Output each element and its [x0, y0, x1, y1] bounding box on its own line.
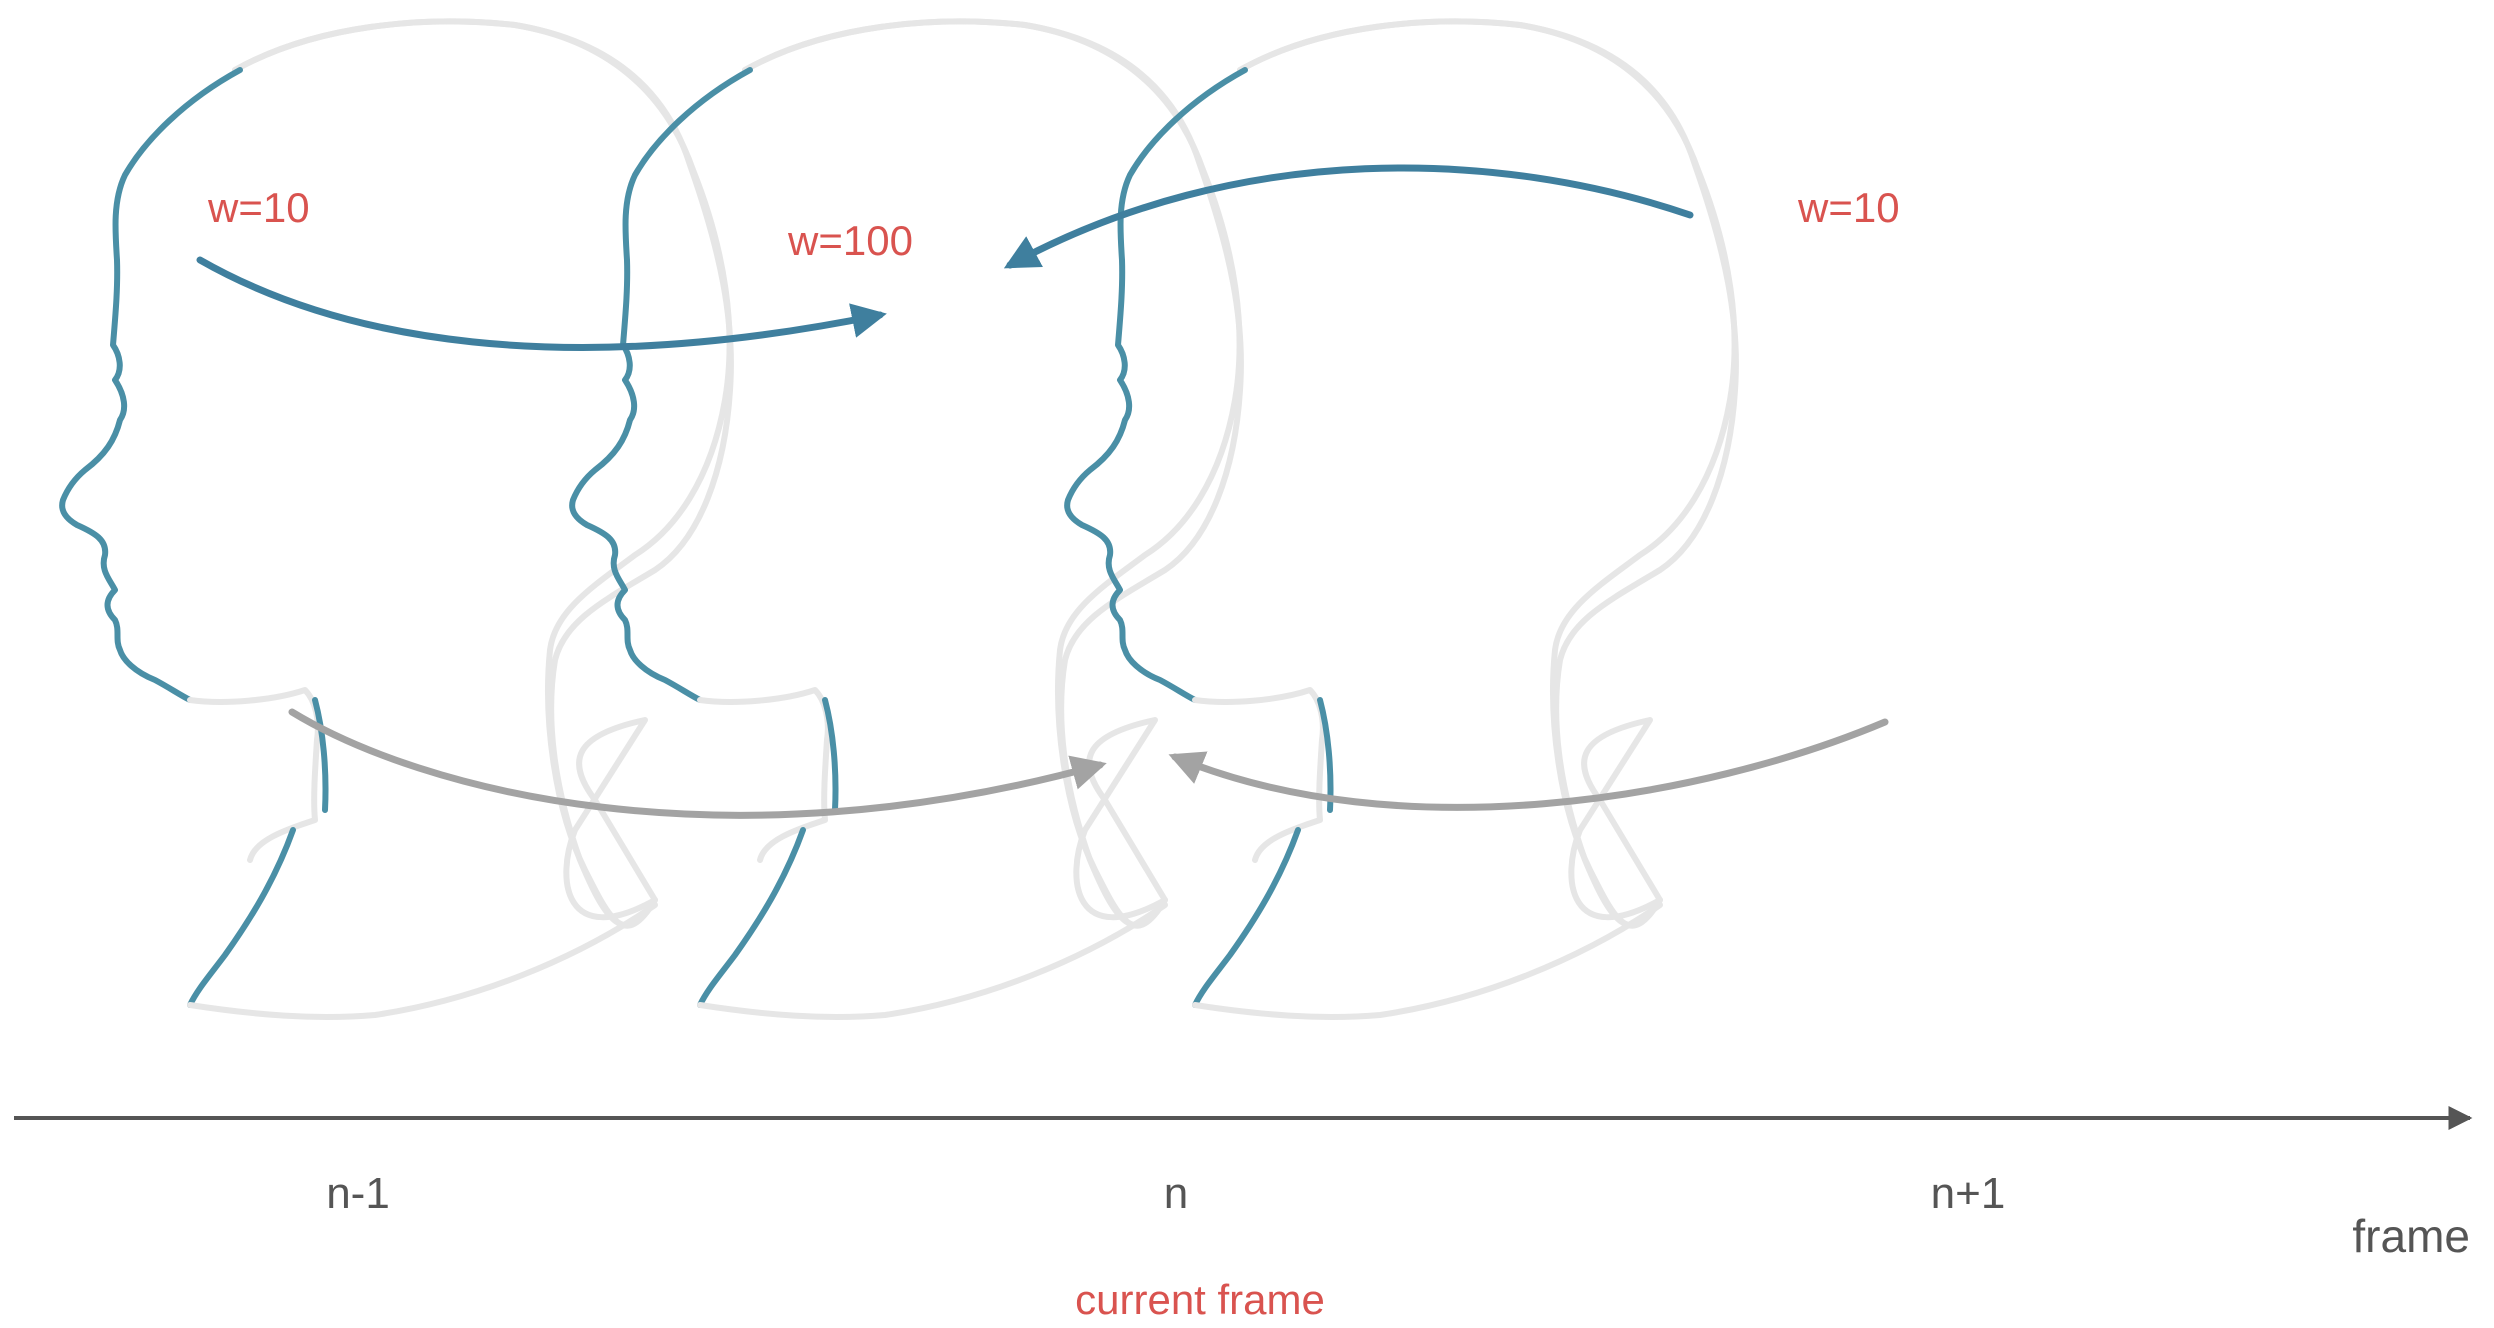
- arrow-prev-to-current-grey: [288, 708, 1107, 819]
- current-frame-label: current frame: [1075, 1276, 1325, 1323]
- frame-label-current: n: [1164, 1169, 1188, 1218]
- weight-label-next: w=10: [1797, 184, 1900, 231]
- frame-label-prev: n-1: [326, 1169, 390, 1218]
- weight-label-current: w=100: [787, 217, 913, 264]
- frame-label-next: n+1: [1931, 1169, 2006, 1218]
- arrow-prev-to-current-blue: [196, 256, 887, 351]
- axis-title: frame: [2352, 1210, 2470, 1262]
- weight-label-prev: w=10: [207, 184, 310, 231]
- head-outline-prev: [62, 21, 731, 1017]
- arrow-next-to-current-blue: [1003, 164, 1694, 269]
- arrow-next-to-current-grey: [1168, 718, 1889, 811]
